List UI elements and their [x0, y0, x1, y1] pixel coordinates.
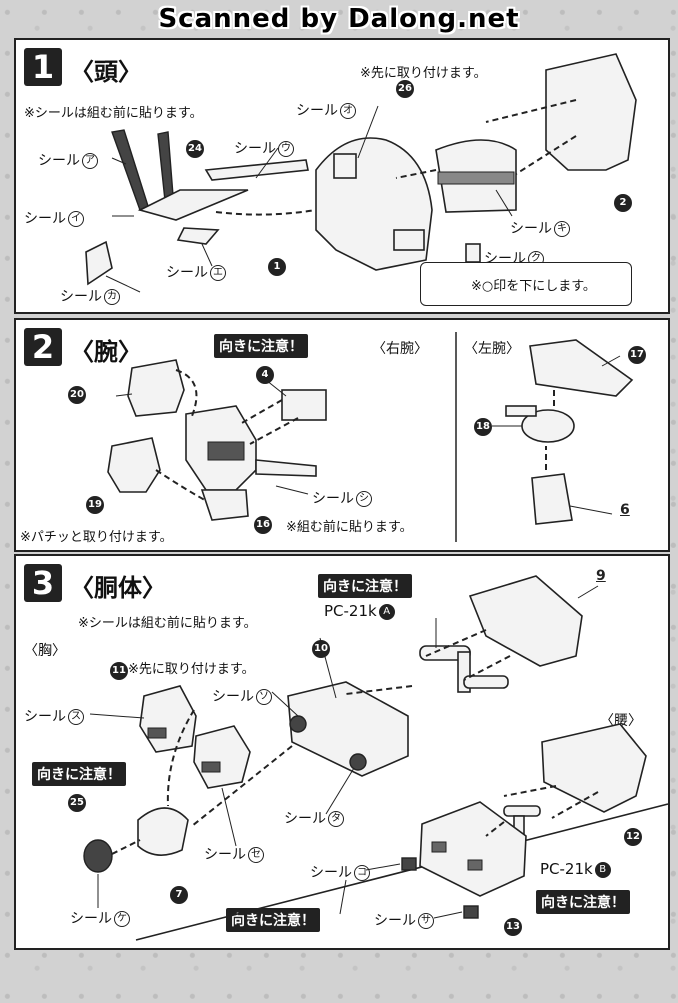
attach-first-note: ※先に取り付けます。	[360, 66, 487, 81]
step1-panel: 1 〈頭〉 ※シールは組む前に貼ります。 ※先に取り付けます。	[14, 38, 670, 314]
mark-note: ※○印を下にします。	[471, 279, 596, 294]
sticker-letter-i: イ	[68, 211, 84, 227]
part-number-25: 25	[68, 794, 86, 812]
sticker-sa-label: シールサ	[374, 910, 434, 930]
part-number-26: 26	[396, 80, 414, 98]
snap-note: ※パチッと取り付けます。	[20, 530, 173, 545]
sticker-note: ※組む前に貼ります。	[286, 520, 413, 535]
body-diagram	[83, 575, 669, 941]
orientation-warning-chest: 向きに注意！	[32, 762, 126, 786]
step3-panel: 3 〈胴体〉 ※シールは組む前に貼ります。 〈胸〉 〈腰〉 11※先に取り付けま…	[14, 554, 670, 950]
step2-panel: 2 〈腕〉 向きに注意！ 〈右腕〉 〈左腕〉 ※パチッと取り付けます。 ※組む前…	[14, 318, 670, 552]
sticker-i-label: シールイ	[24, 208, 84, 228]
step-title: 〈胴体〉	[70, 574, 166, 602]
sticker-letter-ki: キ	[554, 221, 570, 237]
sticker-letter-ko: コ	[354, 865, 370, 881]
step-number: 2	[24, 328, 62, 366]
sticker-shi-label: シールシ	[312, 488, 372, 508]
part-number-19: 19	[86, 496, 104, 514]
sticker-letter-so: ソ	[256, 689, 272, 705]
sticker-letter-u: ウ	[278, 141, 294, 157]
sticker-letter-shi: シ	[356, 491, 372, 507]
sticker-ka-label: シールカ	[60, 286, 120, 306]
sticker-letter-ta: タ	[328, 811, 344, 827]
part-number-16: 16	[254, 516, 272, 534]
sticker-letter-a: ア	[82, 153, 98, 169]
sticker-letter-e: エ	[210, 265, 226, 281]
sticker-letter-o: オ	[340, 103, 356, 119]
part-number-18: 18	[474, 418, 492, 436]
part-number-13: 13	[504, 918, 522, 936]
part-number-11: 11	[110, 662, 128, 680]
sticker-letter-sa: サ	[418, 913, 434, 929]
part-number-17: 17	[628, 346, 646, 364]
part-number-9: 9	[596, 568, 606, 584]
part-number-2: 2	[614, 194, 632, 212]
step-title: 〈頭〉	[70, 58, 142, 86]
sticker-so-label: シールソ	[212, 686, 272, 706]
sticker-a-label: シールア	[38, 150, 98, 170]
step-number: 1	[24, 48, 62, 86]
part-number-1: 1	[268, 258, 286, 276]
pc-mark-a: A	[378, 603, 395, 620]
sticker-letter-se: セ	[248, 847, 264, 863]
part-number-20: 20	[68, 386, 86, 404]
step-number: 3	[24, 564, 62, 602]
chest-heading: 〈胸〉	[24, 643, 66, 659]
part-number-6: 6	[620, 502, 630, 518]
orientation-warning: 向きに注意！	[214, 334, 308, 358]
sticker-su-label: シールス	[24, 706, 84, 726]
sticker-letter-ke: ケ	[114, 911, 130, 927]
head-diagram	[85, 53, 637, 295]
sticker-letter-ka: カ	[104, 289, 120, 305]
part-number-24: 24	[186, 140, 204, 158]
sticker-ki-label: シールキ	[510, 218, 570, 238]
pc-mark-b: B	[594, 861, 611, 878]
part-number-7: 7	[170, 886, 188, 904]
waist-heading: 〈腰〉	[600, 713, 642, 729]
sticker-note: ※シールは組む前に貼ります。	[78, 616, 257, 631]
orientation-warning-waist: 向きに注意！	[226, 908, 320, 932]
sticker-o-label: シールオ	[296, 100, 356, 120]
mark-note-box: ※○印を下にします。	[420, 262, 632, 306]
orientation-warning-pc-a: 向きに注意！	[318, 574, 412, 598]
left-arm-heading: 〈左腕〉	[464, 341, 520, 357]
scan-banner: Scanned by Dalong.net	[158, 4, 520, 34]
sticker-note: ※シールは組む前に貼ります。	[24, 106, 203, 121]
sticker-u-label: シールウ	[234, 138, 294, 158]
part-number-10: 10	[312, 640, 330, 658]
step-title: 〈腕〉	[70, 338, 142, 366]
right-arm-heading: 〈右腕〉	[372, 341, 428, 357]
sticker-se-label: シールセ	[204, 844, 264, 864]
sticker-ke-label: シールケ	[70, 908, 130, 928]
sticker-letter-su: ス	[68, 709, 84, 725]
sticker-ko-label: シールコ	[310, 862, 370, 882]
arm-diagram	[107, 332, 634, 542]
sticker-e-label: シールエ	[166, 262, 226, 282]
attach-first-note: 11※先に取り付けます。	[110, 658, 255, 680]
orientation-warning-pc-b: 向きに注意！	[536, 890, 630, 914]
sticker-ta-label: シールタ	[284, 808, 344, 828]
part-number-4: 4	[256, 366, 274, 384]
part-number-12: 12	[624, 828, 642, 846]
